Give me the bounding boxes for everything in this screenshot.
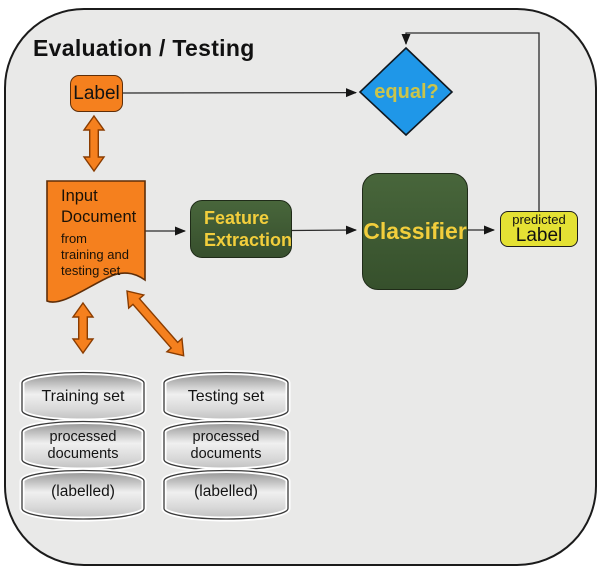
- input-document-sub-line1: from: [61, 231, 87, 246]
- training-set-cylinder: [19, 370, 147, 522]
- equal-diamond-text: equal?: [374, 81, 439, 103]
- edge-feature-to-classifier: [291, 225, 357, 235]
- input-document-title-line1: Input: [61, 187, 98, 205]
- training-set-note: (labelled): [51, 483, 115, 500]
- input-document-sub-line3: testing set: [61, 263, 121, 278]
- input-document-node: Input Document from training and testing…: [61, 186, 151, 279]
- double-arrow-doc-trainingset: [71, 301, 95, 355]
- page-title: Evaluation / Testing: [33, 35, 255, 61]
- label-node: Label: [70, 75, 123, 112]
- predicted-label-node: predicted Label: [500, 211, 578, 247]
- testing-set-name: Testing set: [187, 388, 265, 405]
- training-set-name: Training set: [41, 388, 125, 405]
- predicted-label-line1: predicted: [512, 211, 566, 227]
- predicted-label-line2: Label: [515, 224, 563, 246]
- feature-extraction-line2: Extraction: [204, 230, 293, 250]
- classifier-node: Classifier: [362, 173, 468, 290]
- edge-predicted-to-equal: [401, 32, 540, 211]
- double-arrow-label-doc: [82, 114, 106, 173]
- double-arrow-doc-testingset: [126, 290, 185, 357]
- feature-extraction-line1: Feature: [204, 208, 270, 228]
- testing-set-content: processed documents: [190, 429, 262, 462]
- testing-set-cylinder: [161, 370, 291, 522]
- input-document-title-line2: Document: [61, 208, 137, 226]
- feature-extraction-node: Feature Extraction: [190, 200, 292, 258]
- input-document-sub-line2: training and: [61, 247, 129, 262]
- label-node-text: Label: [73, 82, 120, 104]
- input-document-shape: [46, 180, 146, 303]
- classifier-text: Classifier: [363, 218, 467, 244]
- training-set-content: processed documents: [47, 429, 119, 462]
- equal-diamond-shape: [358, 46, 454, 137]
- testing-set-note: (labelled): [194, 483, 258, 500]
